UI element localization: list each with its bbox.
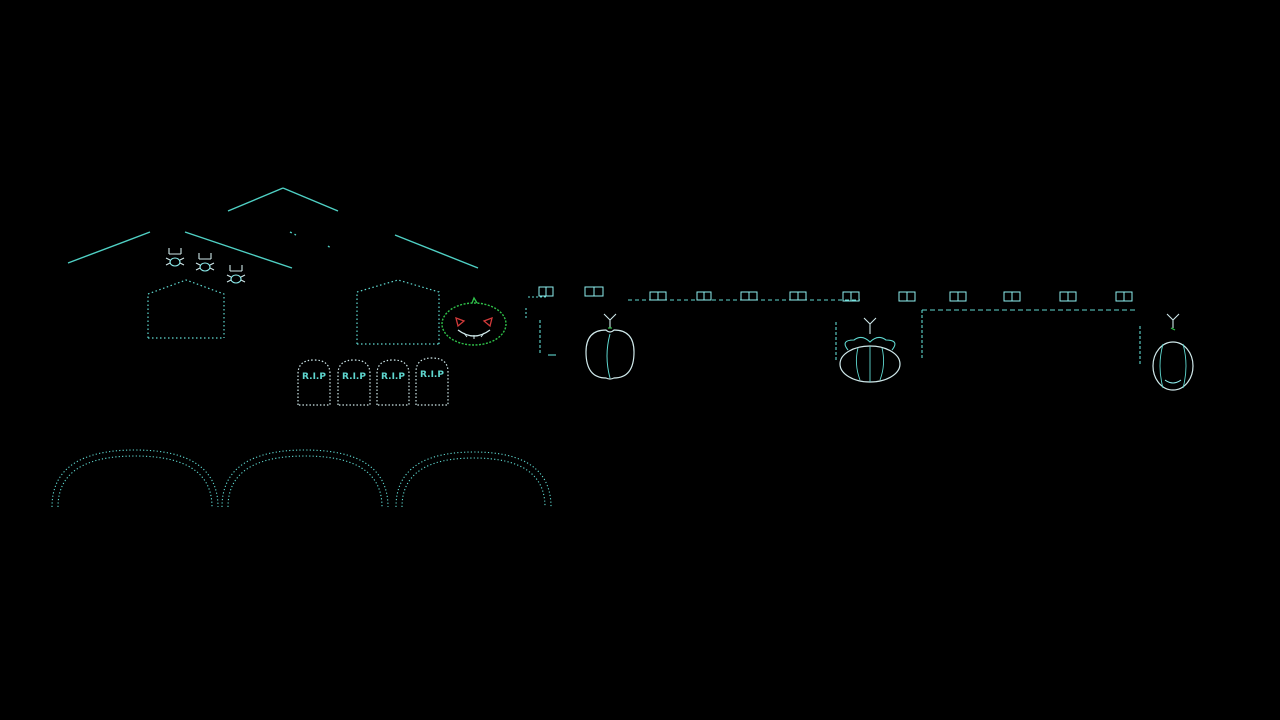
pumpkin-icon: [839, 317, 901, 383]
post-cap: [696, 291, 712, 301]
house-windows: [147, 279, 440, 345]
pumpkin-icon: [1152, 313, 1194, 391]
tombstone: R.I.P: [376, 359, 410, 406]
light-arches: [51, 449, 552, 508]
tombstone: R.I.P: [337, 359, 371, 406]
post-cap: [1115, 291, 1133, 302]
spider-icon: [195, 253, 215, 272]
spider-group: [165, 248, 246, 284]
post-cap: [1003, 291, 1021, 302]
fence-post-caps: [538, 286, 1133, 302]
jack-o-lantern-icon: [441, 296, 507, 346]
post-cap: [740, 291, 758, 301]
post-cap: [949, 291, 967, 302]
spider-icon: [226, 265, 246, 284]
post-cap: [898, 291, 916, 302]
tombstone-label: R.I.P: [420, 370, 444, 380]
post-cap: [1059, 291, 1077, 302]
pumpkin-icon: [585, 313, 635, 380]
post-cap: [649, 291, 667, 301]
post-cap: [538, 286, 554, 297]
post-cap: [584, 286, 604, 297]
house-roofline: [67, 187, 479, 269]
tombstone: R.I.P: [415, 357, 449, 406]
fence-line: [525, 296, 1141, 366]
tombstone: R.I.P: [297, 359, 331, 406]
tombstone-row: R.I.P R.I.P R.I.P R.I.P: [297, 357, 449, 406]
tombstone-label: R.I.P: [342, 372, 366, 382]
spider-icon: [165, 248, 185, 267]
post-cap: [842, 291, 860, 302]
tombstone-label: R.I.P: [302, 372, 326, 382]
post-cap: [789, 291, 807, 301]
tombstone-label: R.I.P: [381, 372, 405, 382]
